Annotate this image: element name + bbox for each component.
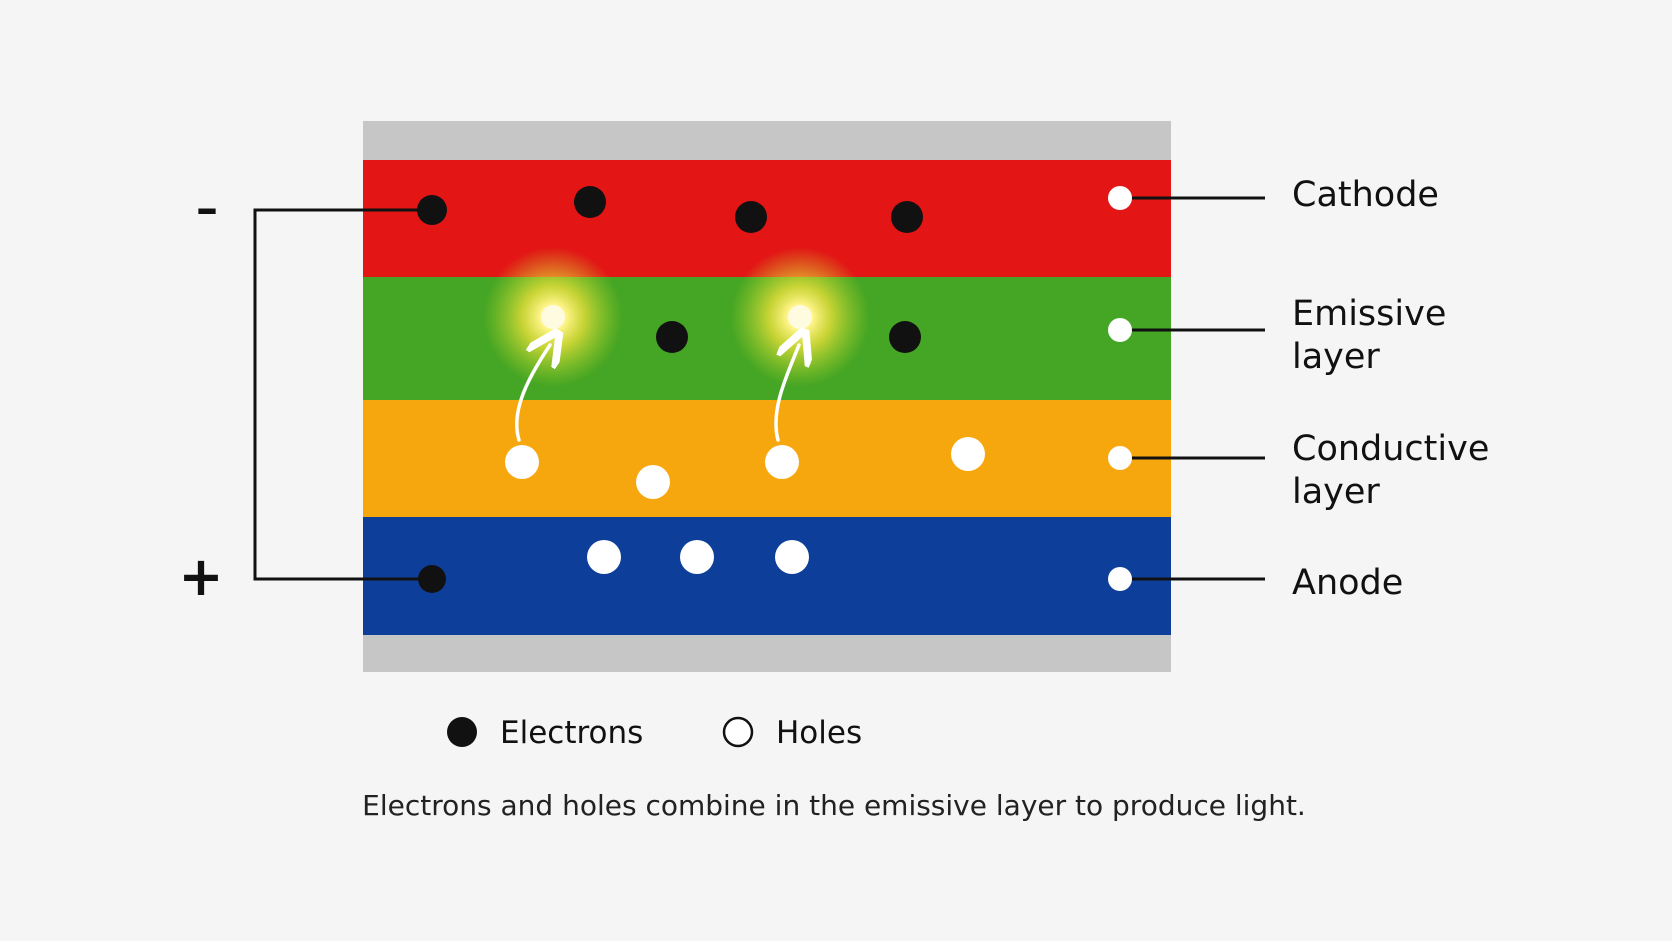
label-conductive-line2: layer [1292,472,1380,512]
hole-arrows [515,345,799,442]
anode-layer [363,517,1171,635]
layer-stack [363,121,1171,672]
label-emissive-line2: layer [1292,337,1380,377]
leader-dot [1108,318,1132,342]
wire [253,208,432,581]
leader-dot [1108,186,1132,210]
hole [951,437,985,471]
hole-legend-icon [722,716,754,748]
arrow-icon [515,345,550,442]
arrow-icon [774,345,799,442]
hole [765,445,799,479]
leader-dots [1108,186,1132,591]
legend-holes: Holes [776,715,862,751]
legend-electrons: Electrons [500,715,643,751]
glow-point [541,305,565,329]
electron [735,201,767,233]
electron [891,201,923,233]
electron [889,321,921,353]
negative-terminal: – [196,183,218,234]
glow-point [788,305,812,329]
label-emissive: Emissive [1292,294,1446,334]
electron [656,321,688,353]
hole [680,540,714,574]
layer-labels: Cathode Emissive layer Conductive layer … [1292,175,1489,603]
label-cathode: Cathode [1292,175,1439,215]
label-anode: Anode [1292,563,1403,603]
hole [775,540,809,574]
hole [587,540,621,574]
label-conductive: Conductive [1292,429,1489,469]
hole [505,445,539,479]
leader-lines [1120,196,1265,581]
hole [636,465,670,499]
electron-legend-icon [447,717,477,747]
legend: Electrons Holes [447,715,862,751]
electron [574,186,606,218]
leader-dot [1108,567,1132,591]
substrate-top [363,121,1171,160]
substrate-bottom [363,635,1171,672]
holes [505,437,985,574]
caption: Electrons and holes combine in the emiss… [362,789,1306,822]
electrons [417,186,923,593]
positive-terminal: + [178,545,223,608]
circuit-wire [253,208,432,581]
recombination-glows [483,247,870,387]
leader-dot [1108,446,1132,470]
